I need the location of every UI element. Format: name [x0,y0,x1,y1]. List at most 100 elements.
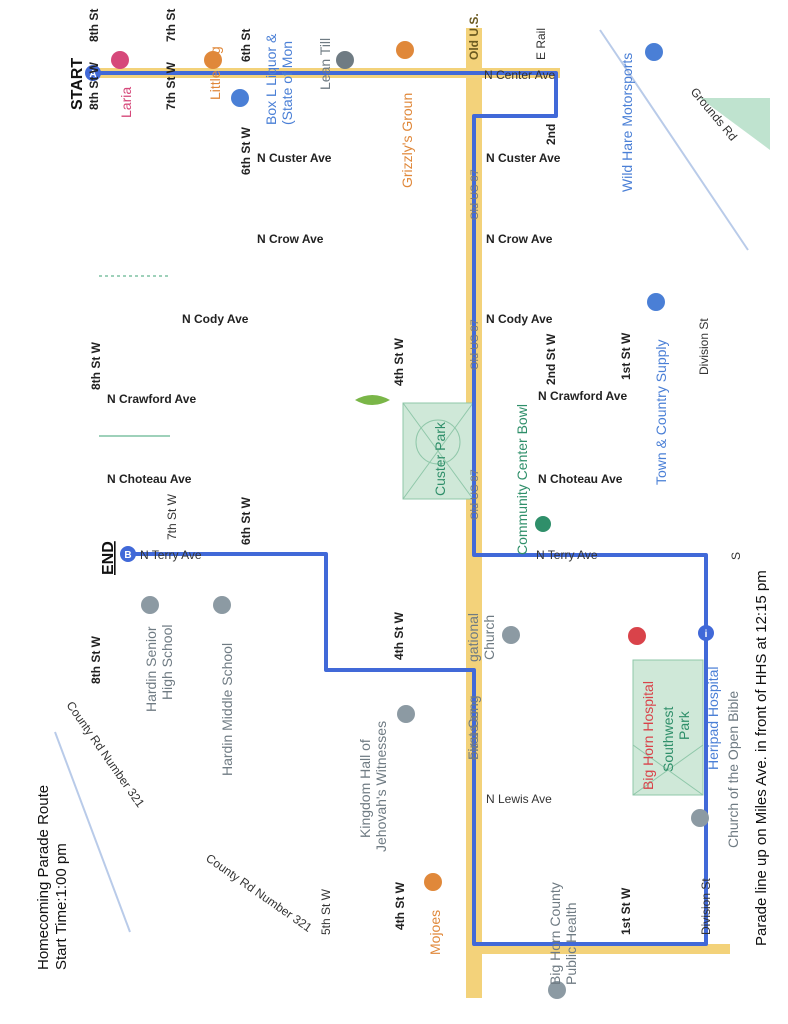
street-label: N Choteau Ave [107,472,192,486]
street-label: N Crow Ave [257,232,324,246]
custer-park-circle [415,419,461,465]
poi-label: Little Big [207,46,223,100]
highway-label: Old US 87 [469,169,481,220]
start-marker[interactable]: A [85,65,101,81]
poi-label: Lean Till [317,38,333,90]
highway-label: Old US 87 [469,319,481,370]
highway-cross [470,944,730,954]
open-bible-pin[interactable] [691,809,709,827]
town-country-pin[interactable] [647,293,665,311]
street-label: 6th St [239,29,253,62]
street-label: N Custer Ave [257,151,332,165]
street-label: N Terry Ave [140,548,202,562]
lean-till-pin[interactable] [336,51,354,69]
poi-label: Custer Park [432,421,448,496]
poi-label: Community Center Bowl [514,404,530,555]
map-title-line1: Homecoming Parade Route [35,785,52,970]
poi-label: Hardin Middle School [219,643,235,776]
street-label: N Center Ave [484,68,555,82]
poi-label: Laria [118,87,134,118]
public-health-pin[interactable] [548,981,566,999]
street-label: S [729,552,743,560]
poi-label: Big Horn Hospital [640,681,656,790]
mojoes-pin[interactable] [424,873,442,891]
poi-label: (State of Mon [279,41,295,125]
start-label: START [69,58,86,110]
poi-label: Box L Liquor & [263,33,279,125]
street-label: E Rail [534,28,548,60]
street-label: 4th St W [392,611,406,660]
wild-hare-pin[interactable] [645,43,663,61]
map-title-line2: Start Time:1:00 pm [53,843,70,970]
street-label: 4th St W [392,337,406,386]
poi-label: Jehovah's Witnesses [373,721,389,852]
highway-label: Old US 87 [469,709,481,760]
end-marker-letter: B [124,550,131,561]
grounds-road-line [599,29,749,251]
poi-label: Town & Country Supply [653,339,669,485]
street-label: 7th St W [165,493,179,540]
grizzly-pin[interactable] [396,41,414,59]
street-label: N Custer Ave [486,151,561,165]
lariat-pin[interactable] [111,51,129,69]
street-label: N Crow Ave [486,232,553,246]
street-label: County Rd Number 321 [64,699,148,811]
street-label: 8th St W [89,635,103,684]
street-label: 7th St W [164,61,178,110]
poi-label: Church [481,615,497,660]
county-road-line [54,731,131,933]
little-big-pin[interactable] [204,51,222,69]
street-label: 8th St [87,9,101,42]
hardin-senior-pin[interactable] [141,596,159,614]
street-label: 1st St W [619,887,633,935]
poi-label: Big Horn County [547,882,563,985]
southwest-park-area [632,659,704,796]
street-label: N Crawford Ave [107,392,196,406]
kingdom-hall-pin[interactable] [397,705,415,723]
street-label: 5th St W [319,888,333,935]
green-leaf-pin[interactable] [355,395,390,405]
first-cong-pin[interactable] [502,626,520,644]
end-label: END [100,541,117,575]
poi-label: Public Health [563,903,579,986]
street-label: Division St [697,318,711,375]
end-marker[interactable]: B [120,546,136,562]
poi-label: Hardin Senior [143,626,159,712]
street-label: 1st St W [619,332,633,380]
community-bowl-pin[interactable] [535,516,551,532]
lineup-note: Parade line up on Miles Ave. in front of… [753,570,770,946]
street-label: 8th St W [87,61,101,110]
poi-label: Grizzly's Groun [399,93,415,188]
heritage-marker[interactable]: i [698,625,714,641]
poi-label: Church of the Open Bible [725,691,741,848]
poi-label: Southwest [660,707,676,772]
poi-label: High School [159,625,175,701]
street-label: 8th St W [89,341,103,390]
parade-route-line [93,71,708,946]
street-label: N Terry Ave [536,548,598,562]
hardin-middle-pin[interactable] [213,596,231,614]
street-label: N Choteau Ave [538,472,623,486]
svg-text:i: i [705,629,708,640]
street-label: N Cody Ave [182,312,249,326]
park-path [402,402,474,500]
street-label: 4th St W [393,881,407,930]
highway-label: Old U.S. [467,13,481,60]
poi-label: Mojoes [427,910,443,955]
street-label: Division St [699,878,713,935]
street-label: N Crawford Ave [538,389,627,403]
park-path [632,744,704,796]
big-horn-hosp-pin[interactable] [628,627,646,645]
street-label: 2nd [544,124,558,145]
poi-label: Park [676,710,692,740]
street-label: 6th St W [239,496,253,545]
poi-label: Heripad Hospital [705,667,721,771]
grounds-park-area [700,98,770,150]
box-l-pin[interactable] [231,89,249,107]
highway-label: Old US 87 [469,469,481,520]
street-label: County Rd Number 321 [203,851,315,935]
street-label: 7th St [164,9,178,42]
poi-label: First Cong [465,695,481,760]
